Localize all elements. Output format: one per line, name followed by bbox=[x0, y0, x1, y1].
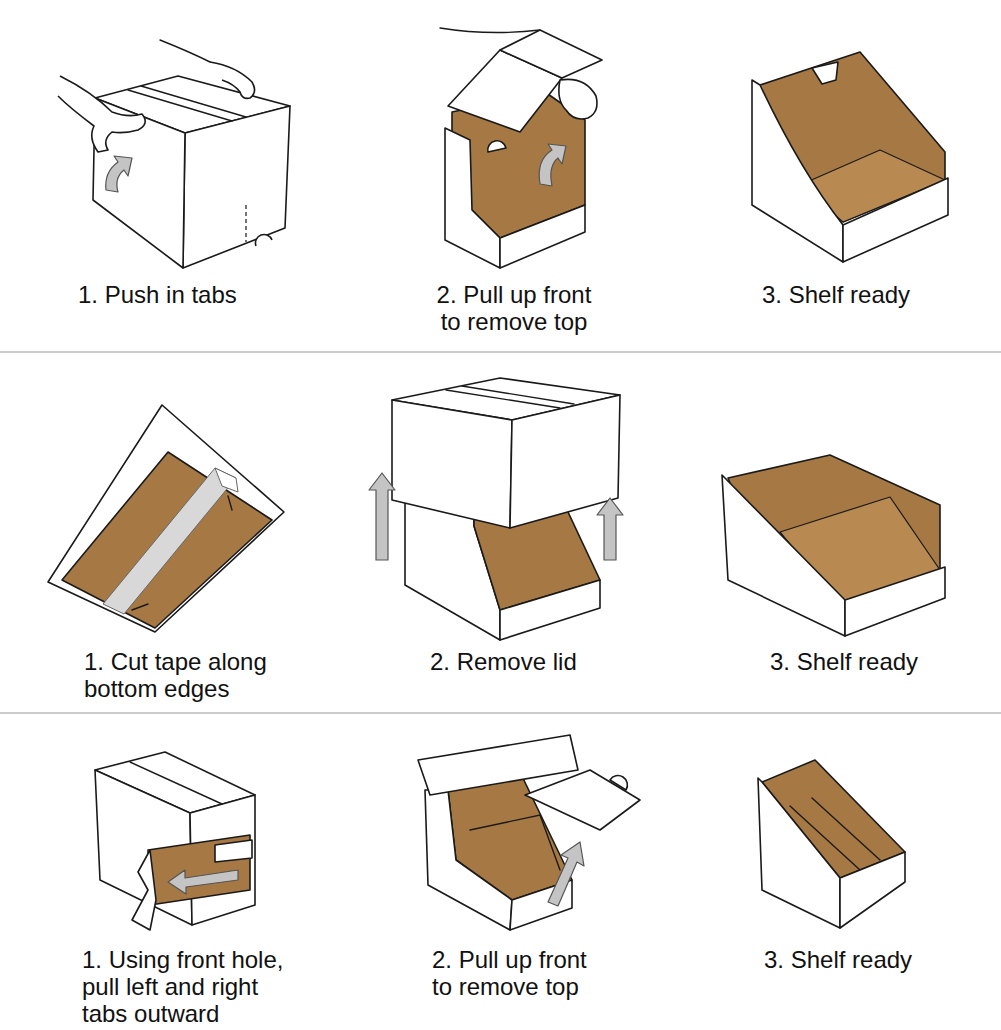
opening-long-box bbox=[418, 735, 640, 930]
pull-arrow bbox=[539, 144, 566, 186]
tray-side bbox=[722, 475, 845, 636]
cut-arrow bbox=[228, 496, 232, 510]
box-bottom-face bbox=[62, 452, 272, 628]
tray-side bbox=[752, 80, 843, 262]
notch bbox=[812, 62, 838, 84]
tab-hole bbox=[255, 234, 272, 246]
closed-box bbox=[58, 40, 290, 268]
tab bbox=[132, 850, 156, 930]
separator-line bbox=[0, 351, 1001, 352]
floor-crease bbox=[470, 815, 560, 870]
tray-side bbox=[425, 790, 512, 930]
tray-side bbox=[758, 778, 840, 928]
tray-front bbox=[840, 852, 905, 928]
front-wall bbox=[500, 205, 585, 268]
step-caption: 1. Push in tabs bbox=[78, 281, 328, 308]
cut-arrow bbox=[132, 604, 148, 610]
perforation bbox=[245, 205, 246, 242]
tray-front bbox=[500, 580, 600, 640]
step-caption: 3. Shelf ready bbox=[764, 946, 984, 973]
step-caption: 2. Remove lid bbox=[430, 648, 650, 675]
tab bbox=[215, 840, 252, 862]
step-caption: 3. Shelf ready bbox=[770, 648, 990, 675]
tape-seam bbox=[130, 762, 222, 804]
lid-flap bbox=[500, 30, 602, 78]
hand-hole bbox=[488, 141, 506, 152]
shelf-tray bbox=[758, 760, 905, 928]
step-caption: 1. Cut tape along bottom edges bbox=[84, 648, 294, 702]
tape bbox=[103, 468, 236, 614]
pull-arrow bbox=[548, 842, 584, 906]
tape-seam bbox=[141, 86, 246, 117]
opening-box bbox=[440, 28, 602, 268]
hand bbox=[210, 62, 255, 98]
long-box bbox=[95, 752, 255, 930]
lid-removal bbox=[369, 378, 623, 640]
floor-crease bbox=[812, 798, 880, 860]
tape-end bbox=[215, 468, 238, 492]
tab-notch bbox=[610, 776, 627, 790]
tray-front bbox=[843, 178, 948, 262]
box-outline bbox=[48, 405, 284, 632]
lift-arrow bbox=[369, 473, 395, 560]
hand bbox=[58, 76, 145, 152]
hand-line bbox=[440, 28, 540, 33]
tape-seam bbox=[462, 386, 574, 404]
shelf-tray bbox=[752, 52, 948, 262]
tray-front bbox=[845, 567, 945, 636]
lid-front bbox=[392, 400, 512, 528]
step-caption: 2. Pull up front to remove top bbox=[428, 281, 600, 335]
hand-line bbox=[160, 40, 210, 62]
push-arrow bbox=[106, 156, 132, 192]
hand bbox=[559, 79, 597, 119]
lid-flap bbox=[525, 770, 640, 830]
separator-line bbox=[0, 712, 1001, 713]
pull-arrow bbox=[168, 870, 238, 894]
box-front bbox=[445, 128, 500, 268]
box-bottom bbox=[48, 405, 284, 632]
step-caption: 3. Shelf ready bbox=[762, 281, 982, 308]
shelf-tray bbox=[722, 455, 945, 636]
box-side bbox=[183, 106, 290, 268]
lift-arrow bbox=[597, 498, 623, 560]
step-caption: 1. Using front hole, pull left and right… bbox=[82, 946, 300, 1027]
step-caption: 2. Pull up front to remove top bbox=[432, 946, 604, 1000]
